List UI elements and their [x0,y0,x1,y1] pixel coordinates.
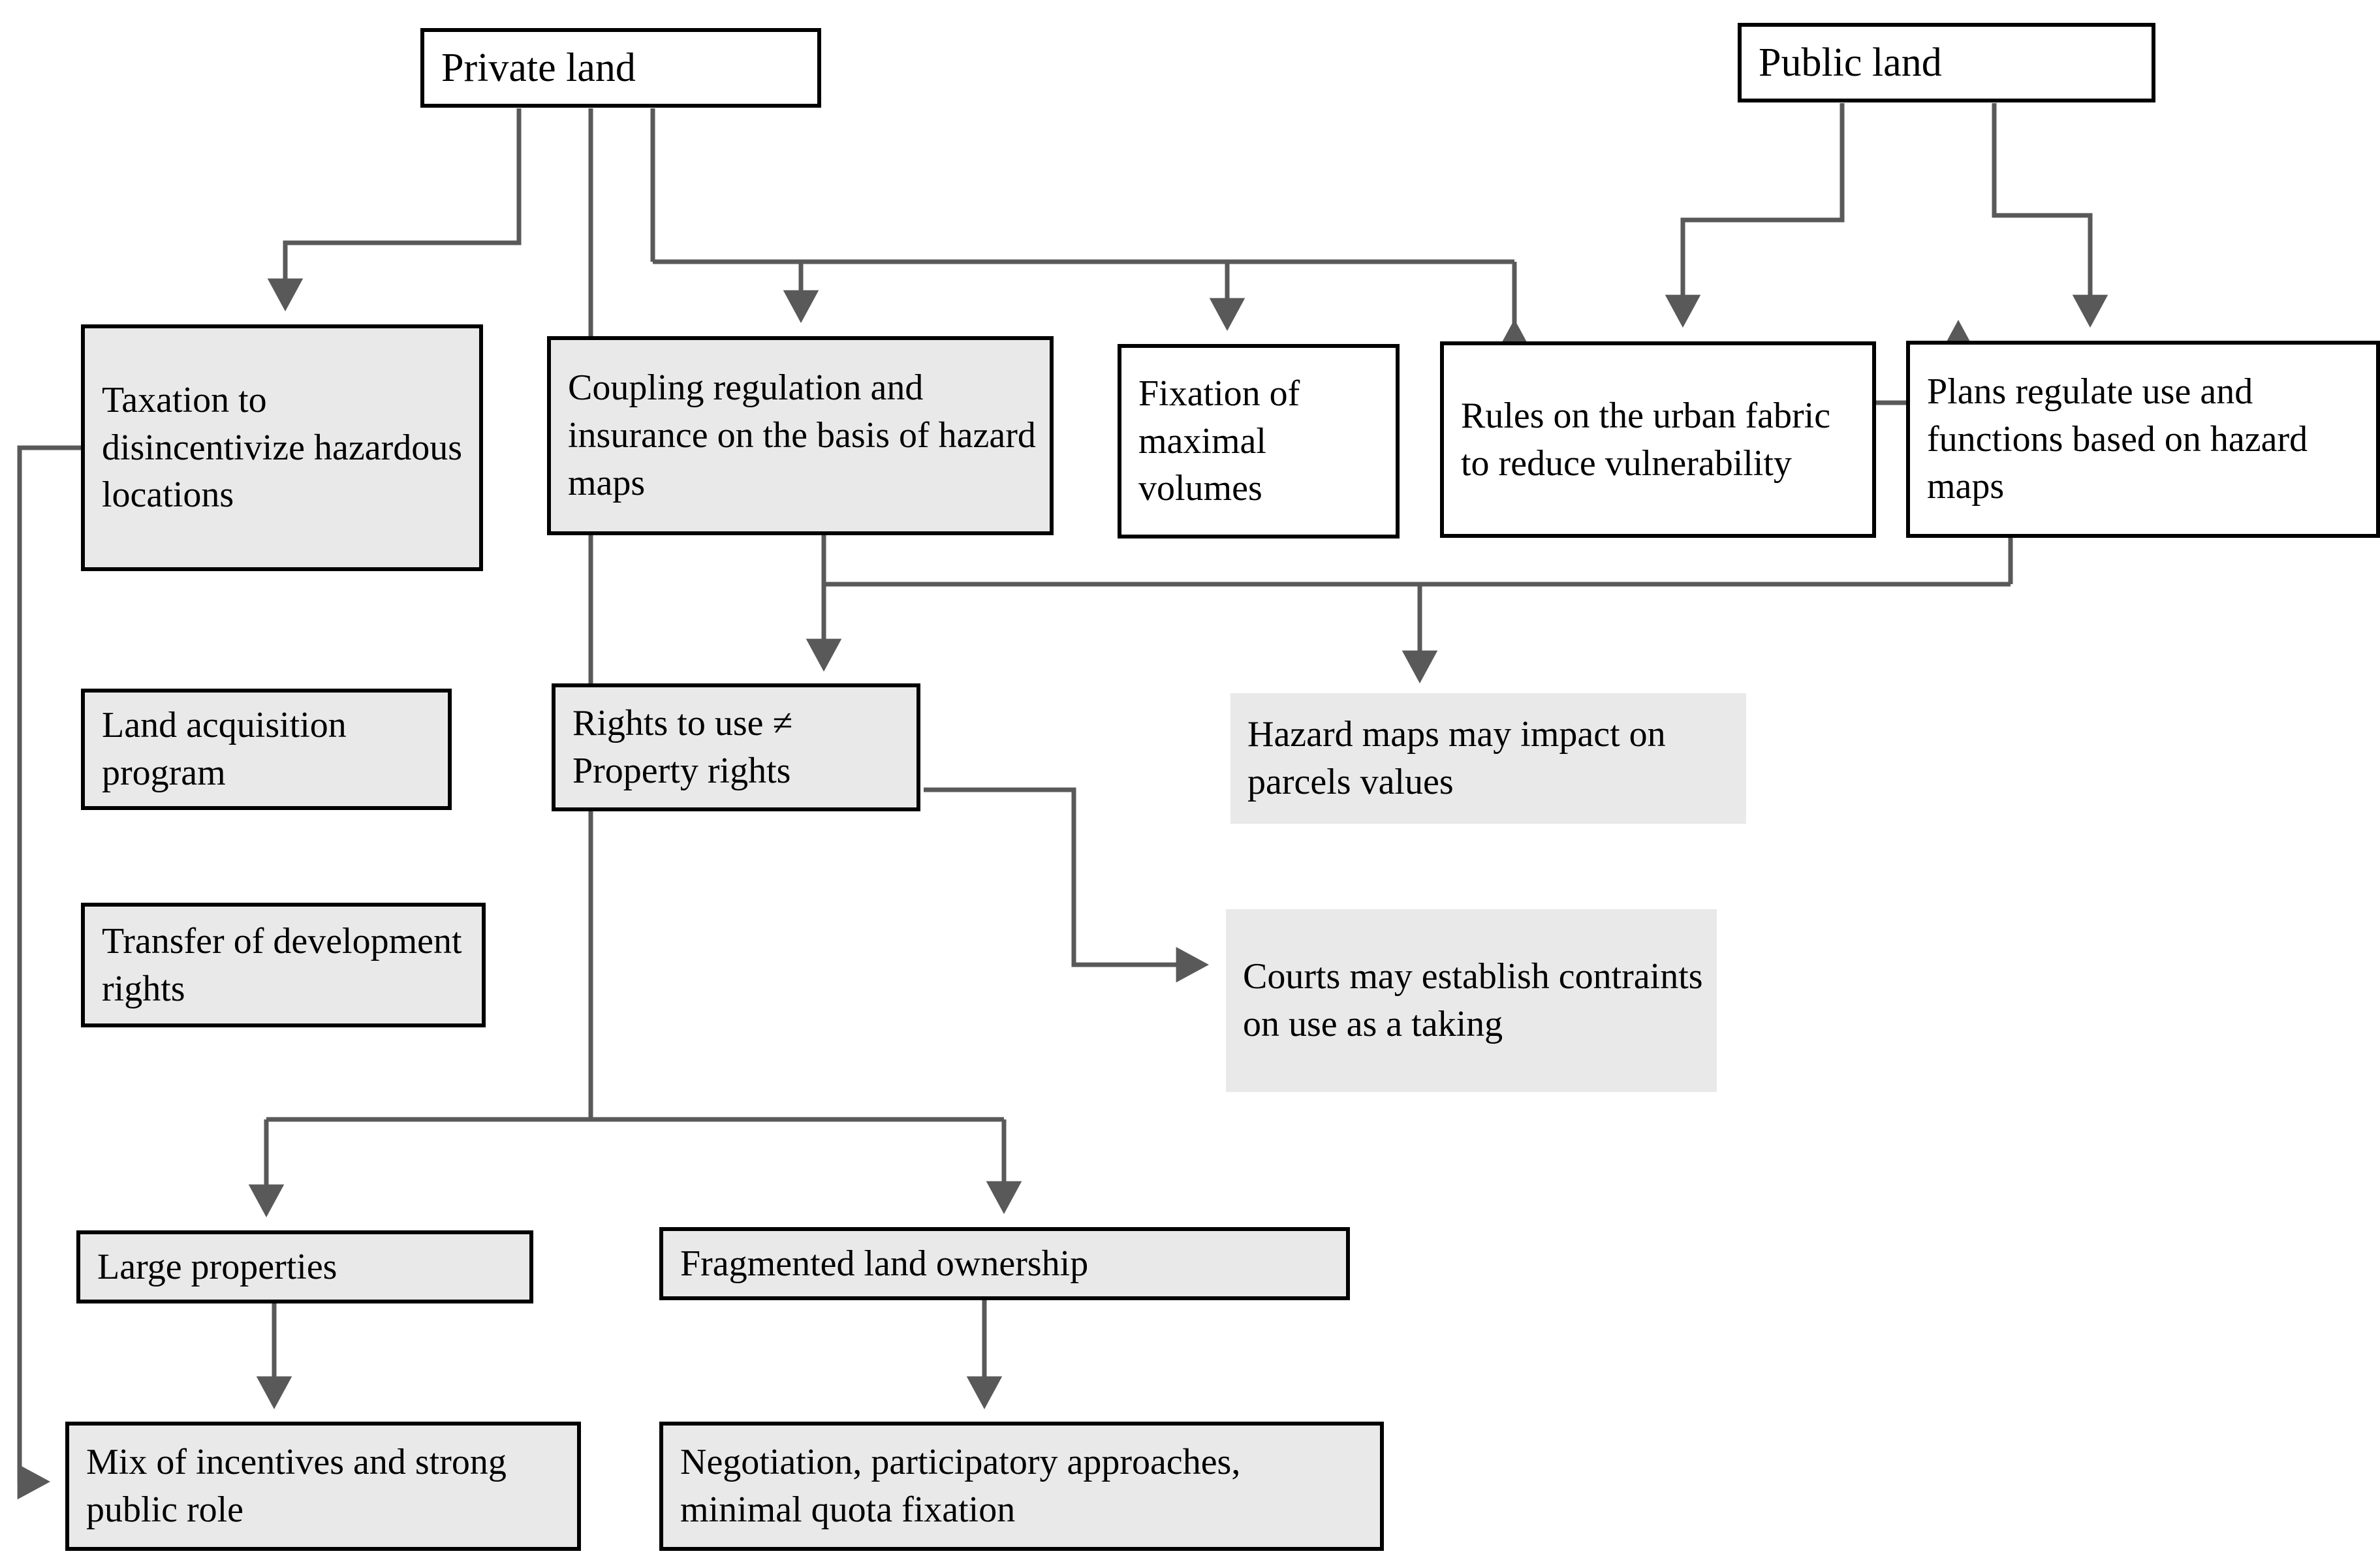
node-fragmented-ownership-label: Fragmented land ownership [680,1243,1089,1284]
node-transfer-rights-label: Transfer of development rights [102,920,462,1009]
node-coupling-label: Coupling regulation and insurance on the… [568,367,1036,503]
edge-private-to-taxation [267,108,522,312]
node-public-land[interactable]: Public land [1738,23,2155,102]
node-taxation[interactable]: Taxation to disincentivize hazardous loc… [81,324,483,571]
edge-public-left-branch [1665,103,1845,328]
node-mix-incentives-public-role[interactable]: Mix of incentives and strong public role [65,1422,581,1551]
node-negotiation-label: Negotiation, participatory approaches, m… [680,1442,1241,1530]
node-large-properties[interactable]: Large properties [76,1230,533,1303]
node-plans-regulate-label: Plans regulate use and functions based o… [1927,371,2308,507]
edge-private-bus [650,108,1517,332]
node-private-land[interactable]: Private land [420,28,821,108]
node-hazard-maps-parcel-values[interactable]: Hazard maps may impact on parcels values [1230,693,1746,824]
node-fixation-label: Fixation of maximal volumes [1138,373,1300,509]
node-mix-incentives-label: Mix of incentives and strong public role [86,1442,507,1530]
node-courts-constraints-taking[interactable]: Courts may establish contraints on use a… [1226,909,1717,1092]
node-land-acquisition-label: Land acquisition program [102,705,347,793]
node-taxation-label: Taxation to disincentivize hazardous loc… [102,379,463,516]
node-rights-to-use-label: Rights to use ≠ Property rights [572,703,793,791]
edge-private-spine [248,108,1022,1218]
edge-rights-to-courts [924,787,1210,983]
node-fragmented-land-ownership[interactable]: Fragmented land ownership [659,1227,1350,1300]
node-negotiation-participatory[interactable]: Negotiation, participatory approaches, m… [659,1422,1384,1551]
node-coupling-regulation-insurance[interactable]: Coupling regulation and insurance on the… [547,336,1054,535]
edge-taxation-to-mix [17,445,81,1500]
node-urban-fabric-label: Rules on the urban fabric to reduce vuln… [1461,395,1831,484]
node-public-land-label: Public land [1759,40,1942,85]
edge-coupling-to-rights [806,535,2011,672]
node-land-acquisition-program[interactable]: Land acquisition program [81,689,452,810]
node-hazard-values-label: Hazard maps may impact on parcels values [1247,714,1666,802]
node-plans-regulate-use[interactable]: Plans regulate use and functions based o… [1906,341,2380,538]
node-private-land-label: Private land [441,45,636,90]
node-transfer-development-rights[interactable]: Transfer of development rights [81,903,486,1027]
node-large-properties-label: Large properties [97,1246,337,1287]
node-courts-taking-label: Courts may establish contraints on use a… [1243,956,1703,1044]
node-fixation-maximal-volumes[interactable]: Fixation of maximal volumes [1118,344,1400,538]
node-rights-to-use[interactable]: Rights to use ≠ Property rights [552,683,920,811]
node-rules-urban-fabric[interactable]: Rules on the urban fabric to reduce vuln… [1440,341,1876,538]
edge-public-right-branch [1992,103,2108,328]
